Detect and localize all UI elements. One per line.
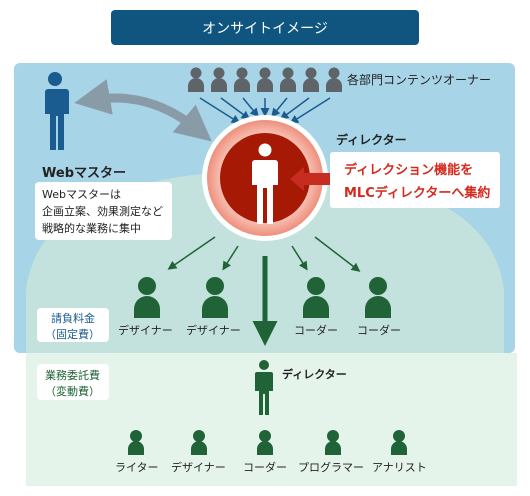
fixed-role-2: デザイナー [186, 324, 241, 337]
variable-staff-icons [128, 430, 407, 455]
webmaster-note-line-1: Webマスターは [42, 188, 121, 201]
variable-role-4: プログラマー [298, 461, 364, 474]
fixed-badge-line-1: 請負料金 [51, 312, 95, 325]
variable-director-label: ディレクター [282, 368, 347, 381]
fixed-cost-badge [37, 308, 109, 342]
central-director-figure [252, 143, 278, 224]
callout-line-1: ディレクション機能を [344, 163, 474, 178]
variable-cost-badge [37, 364, 109, 400]
owners-label: 各部門コンテンツオーナー [347, 73, 492, 87]
fixed-badge-line-2: （固定費） [45, 328, 100, 341]
variable-role-1: ライター [115, 461, 159, 474]
webmaster-label: Webマスター [42, 166, 126, 181]
variable-role-2: デザイナー [171, 461, 226, 474]
webmaster-figure [44, 72, 69, 150]
fixed-staff-icons [134, 277, 391, 318]
variable-director-figure [255, 360, 273, 415]
callout-pointer [290, 167, 330, 191]
director-label: ディレクター [336, 133, 407, 147]
fixed-role-4: コーダー [357, 324, 401, 337]
callout-line-2: MLCディレクターへ集約 [344, 186, 491, 201]
webmaster-note-line-3: 戦略的な業務に集中 [42, 222, 141, 235]
callout-box [330, 152, 500, 208]
owner-icons [188, 67, 342, 92]
variable-role-3: コーダー [243, 461, 287, 474]
variable-badge-line-1: 業務委託費 [45, 369, 100, 382]
variable-role-5: アナリスト [372, 461, 427, 474]
staff-arrows [167, 236, 361, 272]
fixed-role-1: デザイナー [118, 324, 173, 337]
double-arrow [74, 79, 212, 142]
variable-badge-line-2: （変動費） [45, 385, 100, 398]
webmaster-note-line-2: 企画立案、効果測定など [42, 205, 163, 218]
fixed-role-3: コーダー [294, 324, 338, 337]
owner-arrows [199, 97, 331, 124]
page-title: オンサイトイメージ [111, 10, 419, 45]
webmaster-note-box [35, 182, 172, 240]
